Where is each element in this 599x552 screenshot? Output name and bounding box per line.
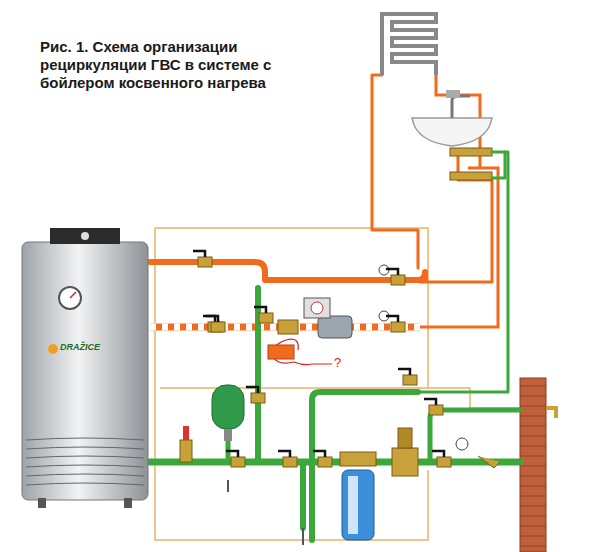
figure-title: Рис. 1. Схема организации рециркуляции Г… (40, 38, 310, 92)
ball-valve (278, 451, 297, 467)
ball-valve (193, 251, 212, 267)
ball-valve (226, 451, 245, 467)
ball-valve (246, 387, 265, 403)
safety-valve (180, 426, 192, 462)
annotation-mark: ? (334, 355, 341, 370)
check-valve (278, 320, 298, 334)
expansion-tank (212, 385, 244, 441)
gauge (379, 265, 468, 450)
brick-line (520, 466, 546, 467)
ball-valve (313, 451, 332, 467)
ball-valve (254, 307, 273, 323)
wall (520, 378, 546, 552)
brick-line (520, 406, 546, 407)
fitting (268, 345, 294, 359)
washbasin (412, 90, 492, 146)
ball-valves (193, 251, 451, 467)
ball-valve (432, 451, 451, 467)
drain-tap (228, 388, 303, 545)
brick-line (520, 506, 546, 507)
brick-line (520, 526, 546, 527)
brick-line (520, 546, 546, 547)
brick-lines (520, 386, 546, 546)
brick-line (520, 416, 546, 417)
brick-line (520, 536, 546, 537)
ball-valve (206, 316, 225, 332)
brick-line (520, 476, 546, 477)
brick-line (520, 396, 546, 397)
brand-logo: DRAŽICE (60, 342, 100, 352)
pressure-reducer (392, 428, 418, 476)
brick-line (520, 426, 546, 427)
ball-valve (424, 399, 443, 415)
brick-line (520, 456, 546, 457)
boiler-tank: DRAŽICE (20, 228, 150, 508)
boiler-shape (20, 228, 150, 508)
ball-valve (386, 269, 405, 285)
brick-line (520, 386, 546, 387)
brick-line (520, 486, 546, 487)
strainer (478, 456, 500, 468)
recirculation-pipe (150, 168, 498, 327)
wall-tap (546, 408, 556, 418)
ball-valve (398, 369, 417, 385)
ball-valve (386, 316, 405, 332)
frame-line (155, 228, 545, 540)
cold-pipe (150, 152, 520, 540)
circulation-pump (304, 298, 352, 338)
towel-rail (382, 14, 436, 75)
manifold (450, 148, 492, 180)
brick-line (520, 516, 546, 517)
hot-pipe (150, 60, 492, 282)
brick-line (520, 496, 546, 497)
brick-line (520, 436, 546, 437)
water-filter (340, 452, 376, 540)
brick-line (520, 446, 546, 447)
